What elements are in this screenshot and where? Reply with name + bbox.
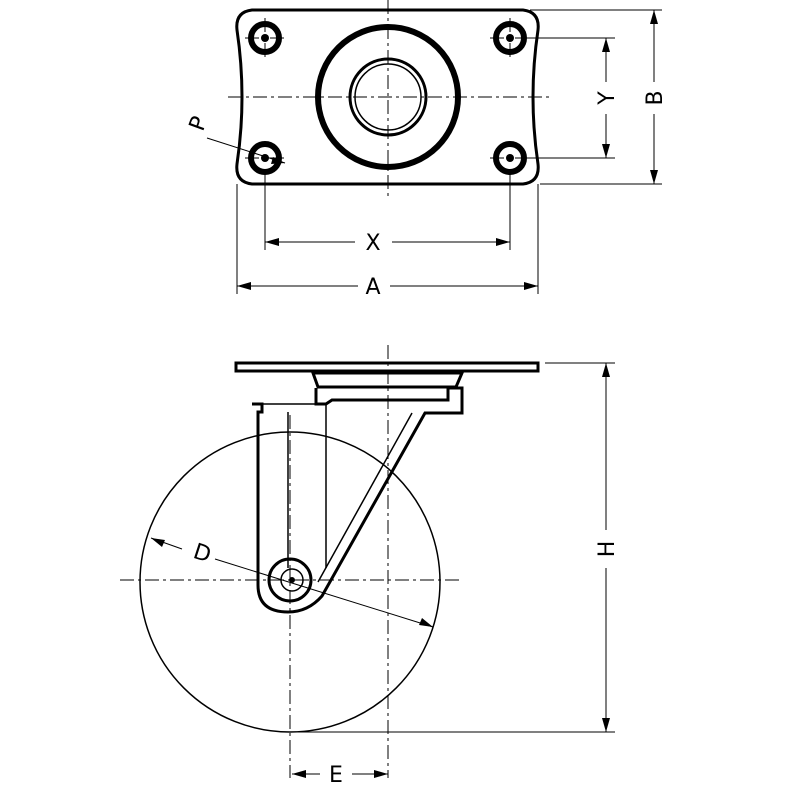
label-b: B — [643, 90, 668, 105]
wheel-outline — [139, 431, 441, 733]
dimension-y: Y — [528, 37, 620, 159]
side-top-plate — [234, 361, 540, 373]
label-e: E — [329, 763, 343, 788]
label-h: H — [595, 541, 620, 558]
dimension-d: D — [150, 537, 434, 628]
dimension-x: X — [264, 172, 511, 256]
top-plate-outline — [235, 8, 540, 186]
label-x: X — [365, 231, 380, 256]
dimension-p: P — [185, 113, 286, 164]
side-caster-view: D H E — [120, 345, 620, 788]
label-y: Y — [595, 91, 620, 106]
label-a: A — [365, 275, 380, 300]
dimension-h: H — [292, 362, 620, 733]
caster-fork — [252, 386, 464, 614]
top-plate-view: P X A Y — [185, 0, 668, 300]
dimension-e: E — [292, 763, 388, 788]
dimension-a: A — [236, 184, 539, 300]
fork-diagonal-brace — [317, 412, 413, 583]
label-p: P — [185, 113, 213, 134]
dimension-b: B — [530, 9, 668, 185]
label-d: D — [190, 539, 214, 568]
